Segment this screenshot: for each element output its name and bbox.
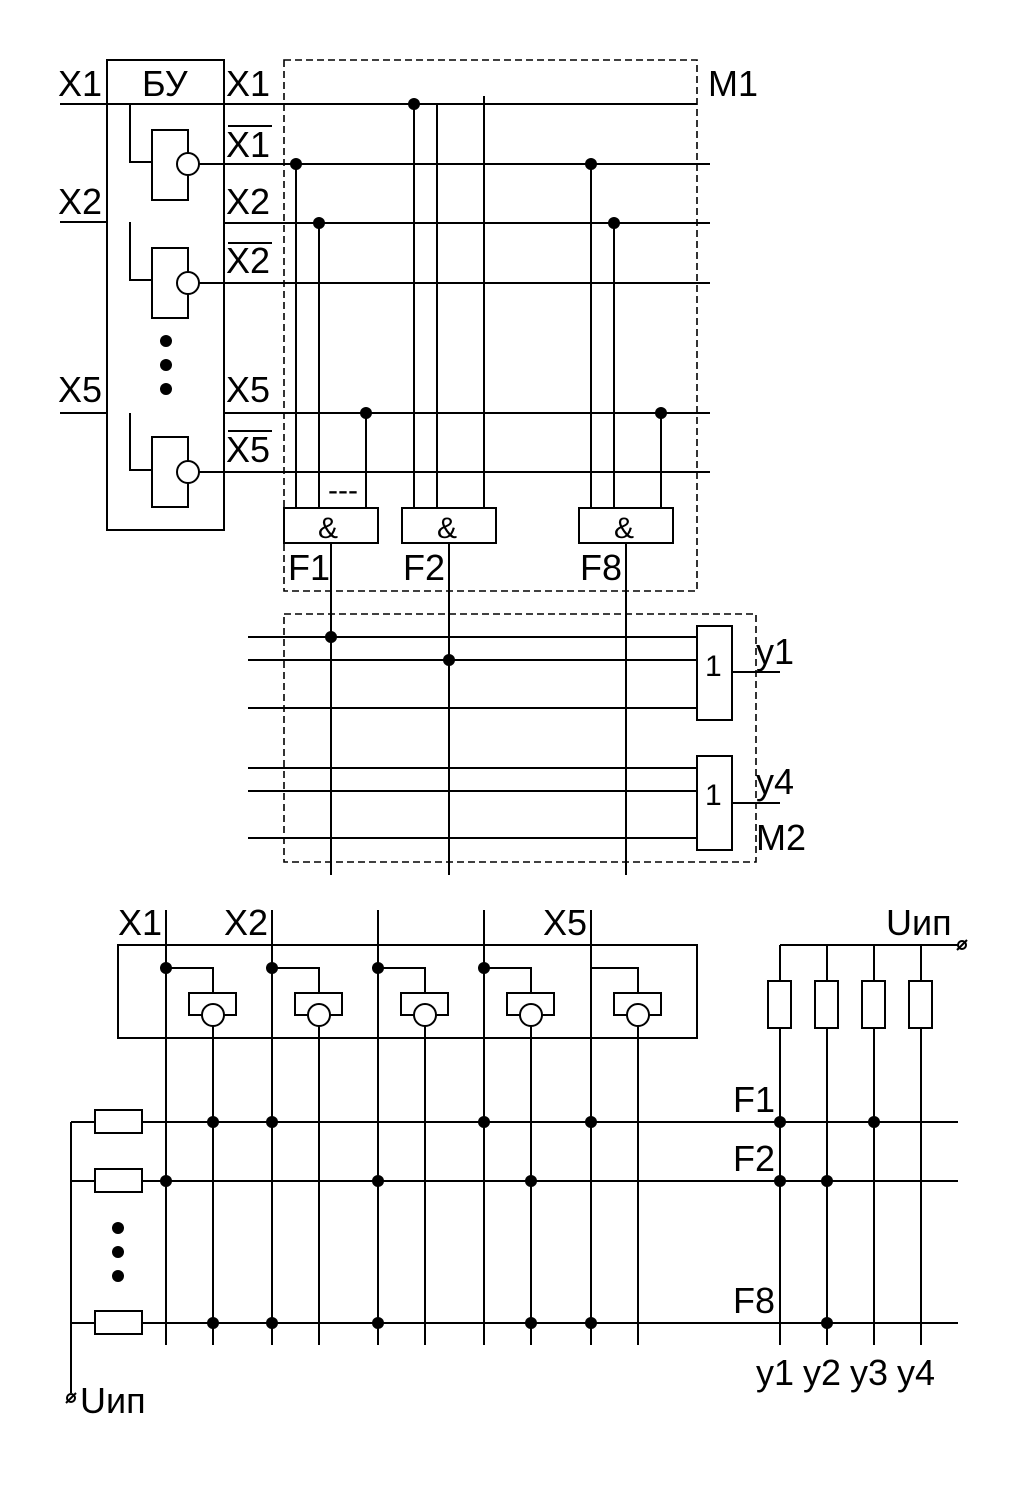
pullup-resistor-y4: [908, 945, 933, 1345]
junction-dot: [868, 1116, 880, 1128]
junction-dot: [408, 98, 420, 110]
input-label-x5: X5: [58, 369, 102, 410]
output-label-not-x2: X2: [226, 240, 270, 281]
row-label-f1: F1: [733, 1079, 775, 1120]
junction-dot: [478, 962, 490, 974]
gate-label-f1: F1: [288, 547, 330, 588]
output-label-y1: y1: [756, 1352, 794, 1393]
junction-dot: [266, 1116, 278, 1128]
junction-dot: [525, 1175, 537, 1187]
ellipsis-dot: [160, 383, 172, 395]
row-label-f2: F2: [733, 1138, 775, 1179]
or-gate-y4: 1: [696, 755, 780, 851]
ellipsis-dot: [112, 1270, 124, 1282]
junction-dot: [585, 158, 597, 170]
output-label-x1: X1: [226, 63, 270, 104]
junction-dot: [774, 1116, 786, 1128]
junction-dot: [372, 1317, 384, 1329]
ellipsis-dot: [160, 335, 172, 347]
ellipsis-dot: [112, 1246, 124, 1258]
row-label-f8: F8: [733, 1280, 775, 1321]
output-label-not-x5: X5: [226, 429, 270, 470]
junction-dot: [160, 962, 172, 974]
junction-dot: [655, 407, 667, 419]
gate-label-f2: F2: [403, 547, 445, 588]
junction-dot: [160, 1175, 172, 1187]
and-symbol: &: [318, 512, 338, 545]
row-resistor-f1: [71, 1109, 143, 1134]
bottom-input-label-x5: X5: [543, 902, 587, 943]
gate-label-f8: F8: [580, 547, 622, 588]
or-output-label-y4: y4: [756, 761, 794, 802]
and-gate-f8: &: [578, 507, 674, 545]
row-resistor-f2: [71, 1168, 143, 1193]
m2-label: M2: [756, 817, 806, 858]
or-symbol: 1: [705, 779, 722, 812]
or-output-label-y1: y1: [756, 631, 794, 672]
m1-label: M1: [708, 63, 758, 104]
buffer-inverter-1: [129, 104, 224, 201]
junction-dot: [372, 962, 384, 974]
junction-dot: [821, 1317, 833, 1329]
input-buffer-block: БУ: [106, 59, 225, 531]
or-symbol: 1: [705, 650, 722, 683]
output-label-y3: y3: [850, 1352, 888, 1393]
junction-dot: [313, 217, 325, 229]
ellipsis-dot: [112, 1222, 124, 1234]
supply-label-top: Uип: [886, 902, 952, 943]
bottom-input-label-x2: X2: [224, 902, 268, 943]
bottom-inverter-3: [378, 967, 449, 1345]
junction-dot: [821, 1175, 833, 1187]
row-resistor-f8: [71, 1310, 143, 1335]
output-label-x5: X5: [226, 369, 270, 410]
and-gate-f2: &: [401, 507, 497, 545]
buffer-inverter-2: [129, 222, 224, 319]
bottom-inverter-2: [272, 967, 343, 1345]
bottom-inverter-5: [591, 967, 662, 1345]
junction-dot: [585, 1317, 597, 1329]
and-gate-f1: &: [283, 507, 379, 545]
bu-label: БУ: [142, 63, 189, 104]
junction-dot: [774, 1175, 786, 1187]
module-m1-boundary: [283, 59, 698, 592]
bottom-inverter-block: [117, 944, 698, 1039]
bottom-inverter-1: [166, 967, 237, 1345]
or-gate-y1: 1: [696, 625, 780, 721]
junction-dot: [525, 1317, 537, 1329]
bottom-input-label-x1: X1: [118, 902, 162, 943]
output-label-x2: X2: [226, 181, 270, 222]
junction-dot: [266, 1317, 278, 1329]
buffer-inverter-5: [129, 413, 224, 508]
junction-dot: [372, 1175, 384, 1187]
module-m2-boundary: [283, 613, 757, 863]
supply-label-bottom: Uип: [80, 1380, 146, 1421]
junction-dot: [325, 631, 337, 643]
output-label-y4: y4: [897, 1352, 935, 1393]
junction-dot: [266, 962, 278, 974]
junction-dot: [443, 654, 455, 666]
output-label-y2: y2: [803, 1352, 841, 1393]
junction-dot: [207, 1317, 219, 1329]
gate-input-ellipsis: ---: [328, 474, 358, 507]
junction-dot: [478, 1116, 490, 1128]
junction-dot: [360, 407, 372, 419]
junction-dot: [585, 1116, 597, 1128]
junction-dot: [207, 1116, 219, 1128]
pullup-resistor-y3: [861, 945, 886, 1345]
junction-dot: [290, 158, 302, 170]
and-symbol: &: [437, 512, 457, 545]
junction-dot: [608, 217, 620, 229]
input-label-x1: X1: [58, 63, 102, 104]
ellipsis-dot: [160, 359, 172, 371]
output-label-not-x1: X1: [226, 124, 270, 165]
and-symbol: &: [614, 512, 634, 545]
input-label-x2: X2: [58, 181, 102, 222]
pullup-resistor-y2: [814, 945, 839, 1345]
